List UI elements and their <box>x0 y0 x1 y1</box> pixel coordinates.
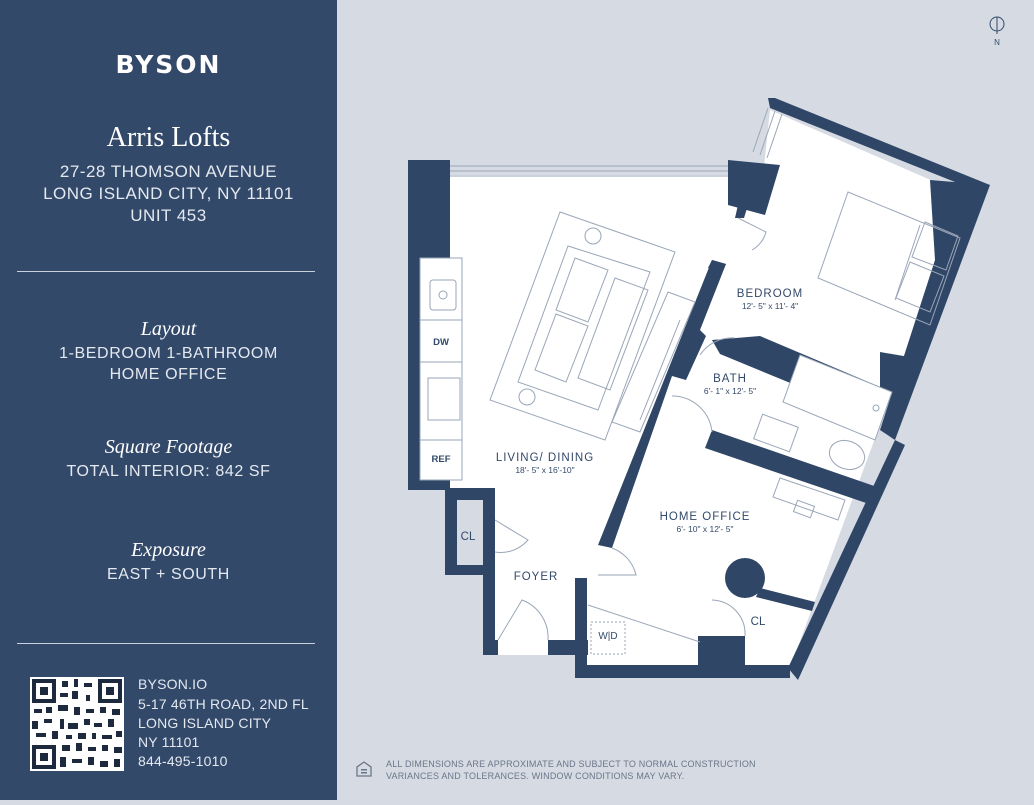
living-furniture <box>489 211 696 441</box>
dims-office: 6'- 10" x 12'- 5" <box>676 524 733 534</box>
door-swings <box>494 217 767 655</box>
dims-bedroom: 12'- 5" x 11'- 4" <box>742 301 798 311</box>
compass-label: N <box>994 38 1000 47</box>
label-foyer: FOYER <box>514 571 559 583</box>
info-sidebar: BYSON Arris Lofts 27-28 THOMSON AVENUE L… <box>0 0 337 800</box>
exposure-value: EAST + SOUTH <box>107 566 230 583</box>
layout-heading: Layout <box>140 318 197 340</box>
footage-value: TOTAL INTERIOR: 842 SF <box>66 463 271 480</box>
qr-code-icon[interactable] <box>30 677 124 771</box>
contact-street: 5-17 46TH ROAD, 2ND FL <box>138 696 309 712</box>
layout-line-1: 1-BEDROOM 1-BATHROOM <box>59 345 278 362</box>
disclaimer-line-2: VARIANCES AND TOLERANCES. WINDOW CONDITI… <box>386 771 685 781</box>
layout-line-2: HOME OFFICE <box>109 366 228 383</box>
dims-bath: 6'- 1" x 12'- 5" <box>704 386 756 396</box>
label-office: HOME OFFICE <box>660 511 751 523</box>
divider-top <box>17 271 315 272</box>
property-name: Arris Lofts <box>106 122 231 153</box>
brand-logo: BYSON <box>115 50 222 79</box>
address-line-2: LONG ISLAND CITY, NY 11101 <box>43 184 294 203</box>
compass-icon: N <box>989 16 1005 47</box>
unit-number: UNIT 453 <box>130 206 207 225</box>
label-wd: W|D <box>598 631 617 642</box>
exposure-heading: Exposure <box>131 539 206 561</box>
kitchen-counter <box>419 257 463 481</box>
window-top <box>450 165 730 177</box>
contact-state-zip: NY 11101 <box>138 734 200 750</box>
label-living: LIVING/ DINING <box>496 452 594 464</box>
equal-housing-icon <box>356 761 372 777</box>
label-closet-2: CL <box>751 616 766 628</box>
address-line-1: 27-28 THOMSON AVENUE <box>59 162 278 181</box>
dims-living: 18'- 5" x 16'-10" <box>515 465 574 475</box>
bath-fixtures <box>753 354 893 471</box>
divider-bottom <box>17 643 315 644</box>
contact-city: LONG ISLAND CITY <box>138 715 272 731</box>
contact-website[interactable]: BYSON.IO <box>138 676 208 692</box>
label-closet-1: CL <box>461 531 476 543</box>
floor-plan: BEDROOM 12'- 5" x 11'- 4" BATH 6'- 1" x … <box>337 0 1034 800</box>
window-bedroom <box>752 107 783 159</box>
floor-plan-drawing: BEDROOM 12'- 5" x 11'- 4" BATH 6'- 1" x … <box>408 98 990 680</box>
disclaimer-line-1: ALL DIMENSIONS ARE APPROXIMATE AND SUBJE… <box>386 759 756 769</box>
label-bedroom: BEDROOM <box>737 288 803 300</box>
footage-heading: Square Footage <box>104 436 233 458</box>
label-bath: BATH <box>713 373 747 385</box>
office-desk <box>772 477 846 521</box>
contact-phone[interactable]: 844-495-1010 <box>138 753 228 769</box>
label-ref: REF <box>432 454 451 465</box>
label-dw: DW <box>433 337 449 348</box>
bedroom-bed <box>817 191 961 326</box>
